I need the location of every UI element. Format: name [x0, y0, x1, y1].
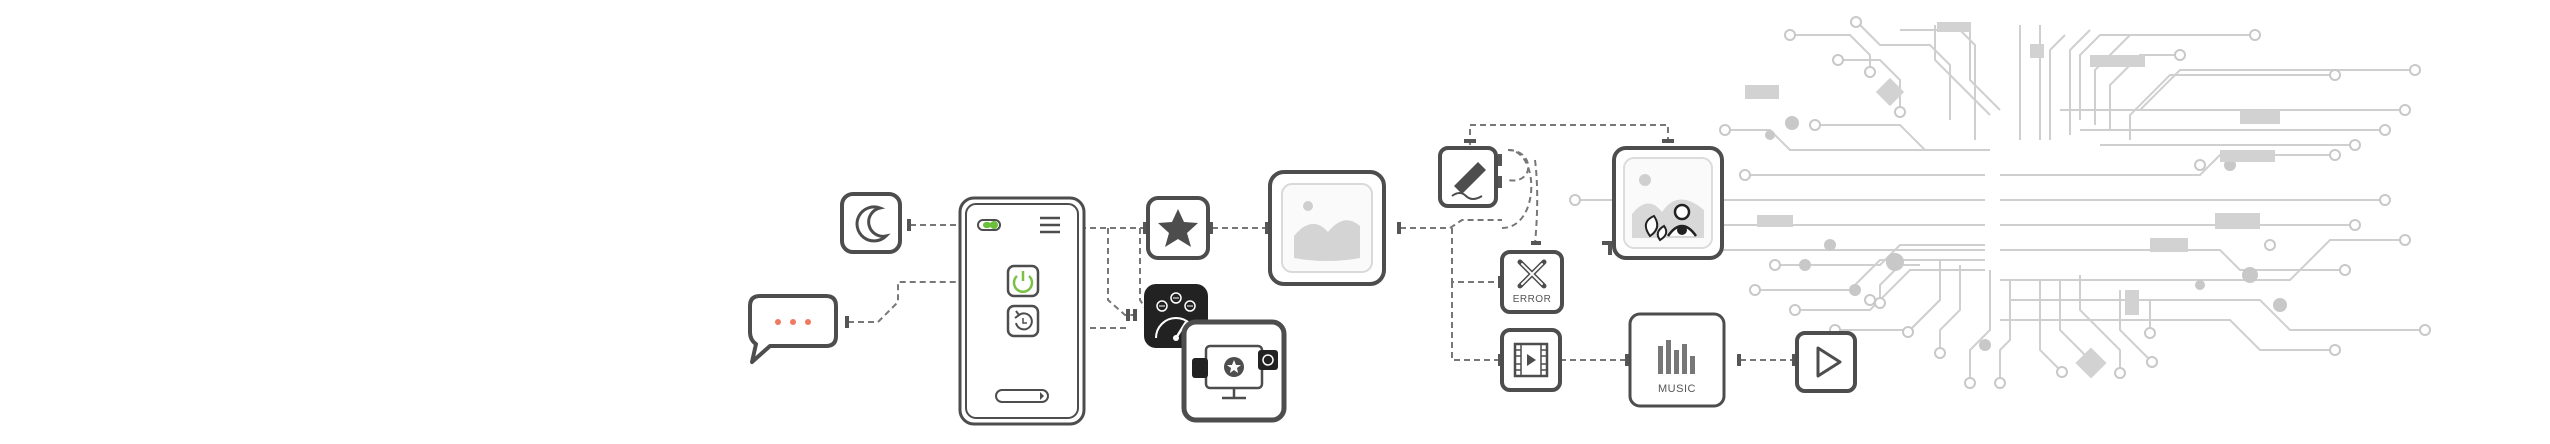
monitor-star-icon — [1181, 319, 1287, 423]
music-icon: MUSIC — [1628, 312, 1726, 408]
connectors — [848, 124, 1795, 361]
error-icon: ERROR — [1500, 250, 1564, 314]
circuit-solid-pads — [1765, 116, 2287, 351]
circuit-board — [1580, 24, 2420, 380]
star-icon — [1146, 196, 1210, 260]
music-label: MUSIC — [1658, 383, 1696, 395]
error-label: ERROR — [1513, 294, 1552, 305]
moon-icon — [840, 192, 902, 254]
image-icon — [1268, 170, 1386, 286]
film-icon — [1500, 328, 1562, 392]
play-icon[interactable] — [1795, 331, 1857, 393]
profile-image-icon — [1612, 146, 1724, 260]
power-icon[interactable] — [1006, 264, 1040, 298]
rotate-icon[interactable] — [1006, 304, 1040, 338]
edit-icon — [1438, 146, 1498, 208]
circuit-chips — [1745, 22, 2280, 379]
chat-icon — [748, 294, 838, 364]
